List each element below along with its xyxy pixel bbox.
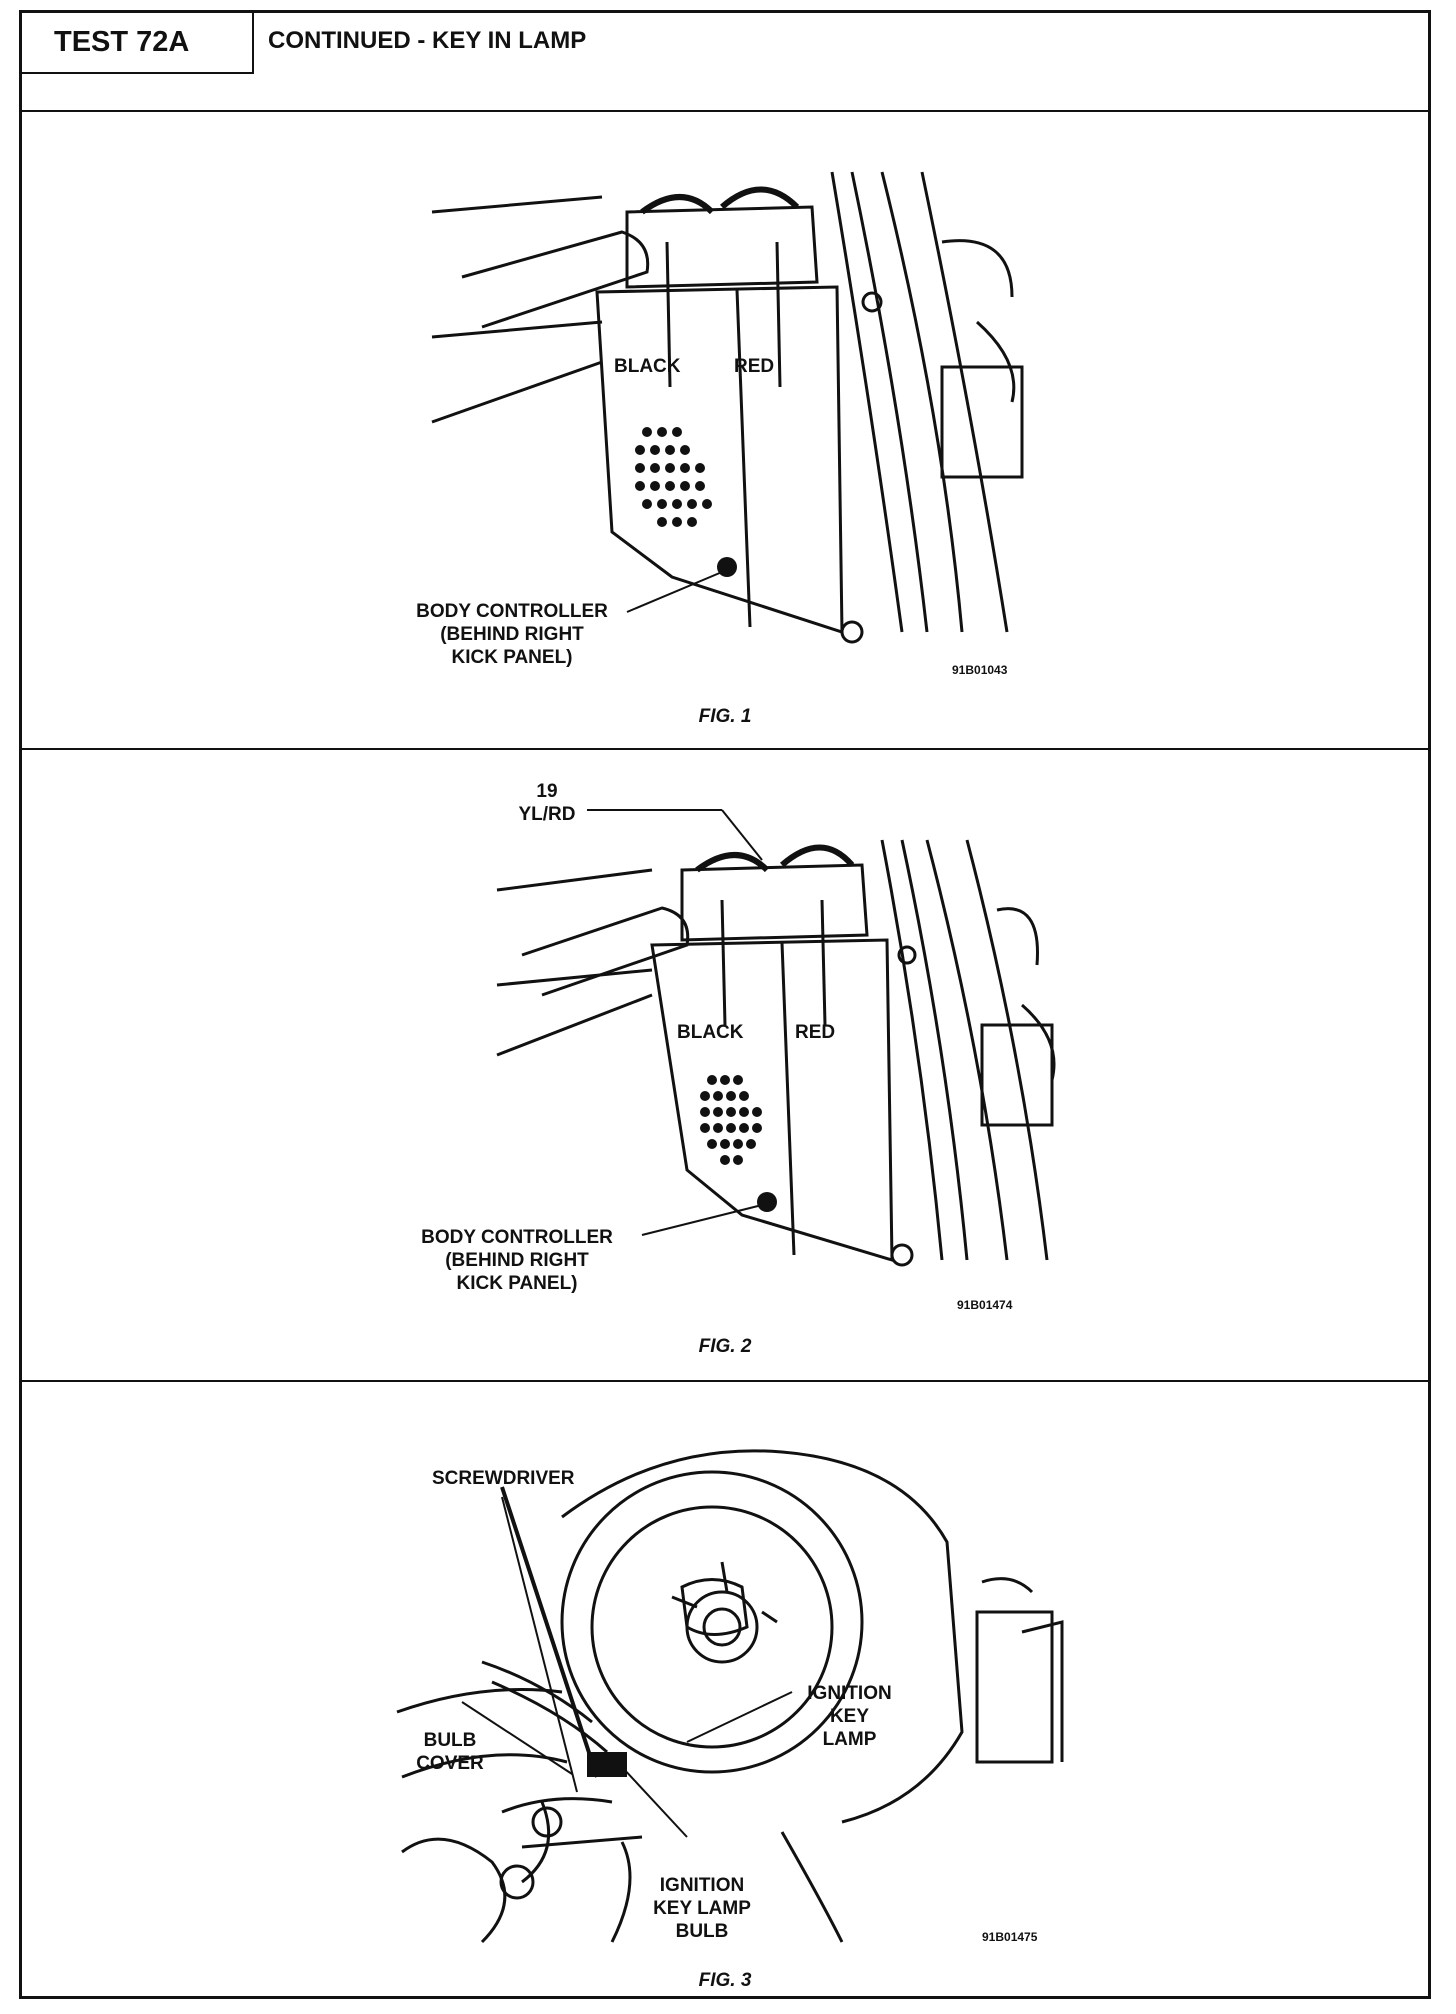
document-frame: TEST 72A CONTINUED - KEY IN LAMP	[19, 10, 1431, 1999]
label-red: RED	[734, 356, 775, 377]
body-controller-illustration	[431, 171, 1024, 644]
figure-caption: FIG. 3	[698, 1970, 752, 1991]
label-screwdriver: SCREWDRIVER	[432, 1468, 575, 1489]
figure-divider	[22, 1380, 1428, 1382]
header: TEST 72A CONTINUED - KEY IN LAMP	[22, 13, 1428, 76]
body-controller-illustration	[496, 809, 1056, 1267]
figure-2: 19 YL/RD BLACK RED BODY CONTROLLER (BEHI…	[22, 750, 1428, 1380]
label-pin: 19 YL/RD	[518, 781, 576, 825]
figure-code: 91B01475	[982, 1930, 1038, 1944]
figure-caption: FIG. 2	[698, 1336, 752, 1357]
label-ignition-key-lamp: IGNITION KEY LAMP	[807, 1683, 892, 1750]
page-title: CONTINUED - KEY IN LAMP	[268, 27, 587, 54]
figure-code: 91B01474	[957, 1298, 1013, 1312]
label-ignition-key-lamp-bulb: IGNITION KEY LAMP BULB	[653, 1875, 751, 1942]
figure-code: 91B01043	[952, 663, 1008, 677]
test-id: TEST 72A	[22, 13, 254, 74]
label-body-controller: BODY CONTROLLER (BEHIND RIGHT KICK PANEL…	[421, 1227, 613, 1294]
label-black: BLACK	[614, 356, 681, 377]
label-black: BLACK	[677, 1022, 744, 1043]
header-divider	[22, 110, 1428, 112]
label-red: RED	[795, 1022, 836, 1043]
figure-caption: FIG. 1	[698, 706, 752, 727]
ignition-lamp-illustration	[396, 1449, 1064, 1944]
figure-3: SCREWDRIVER BULB COVER IGNITION KEY LAMP…	[22, 1382, 1428, 1996]
figure-divider	[22, 748, 1428, 750]
figure-1: BLACK RED BODY CONTROLLER (BEHIND RIGHT …	[22, 112, 1428, 748]
label-bulb-cover: BULB COVER	[416, 1730, 484, 1774]
label-body-controller: BODY CONTROLLER (BEHIND RIGHT KICK PANEL…	[416, 601, 608, 668]
